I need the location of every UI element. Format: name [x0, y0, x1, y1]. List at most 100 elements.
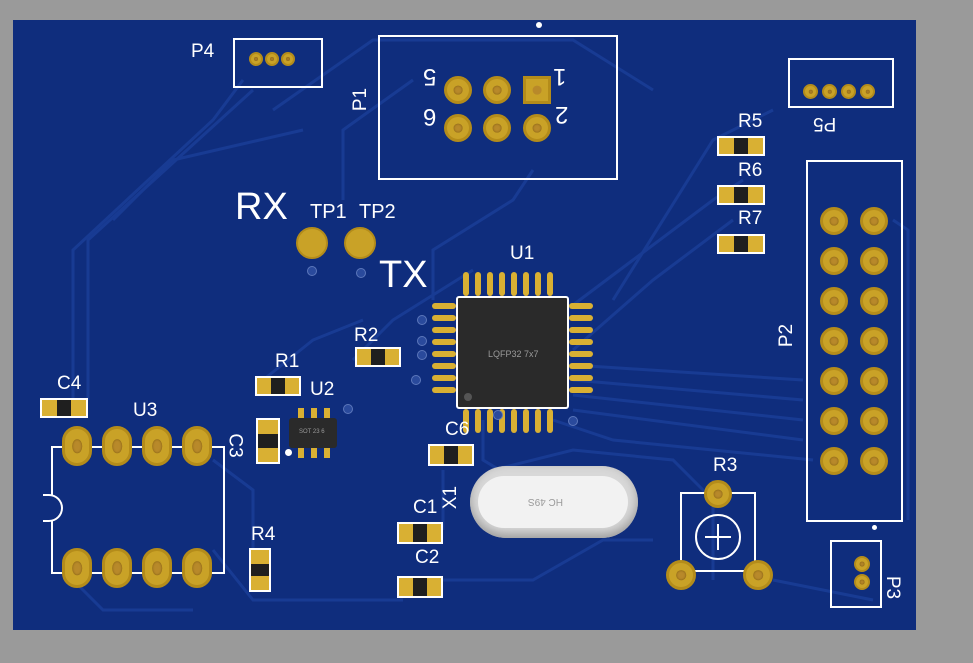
u1-pin: [569, 351, 593, 357]
u1-pin: [432, 327, 456, 333]
test-point-tp1: [296, 227, 328, 259]
p2-pad: [860, 247, 888, 275]
p1-pin5-label: 5: [423, 63, 437, 90]
u2-pin: [298, 448, 304, 458]
p4-pad-3: [281, 52, 295, 66]
connector-p1-outline: [378, 35, 618, 180]
u1-pin: [523, 409, 529, 433]
label-p2: P2: [776, 323, 798, 348]
label-r5: R5: [738, 111, 763, 132]
u2-pin: [311, 408, 317, 418]
u1-pin: [432, 351, 456, 357]
u1-pin: [511, 409, 517, 433]
p2-pad: [820, 247, 848, 275]
resistor-r2: [355, 347, 401, 367]
p5-pad-4: [860, 84, 875, 99]
u1-pin: [569, 363, 593, 369]
capacitor-c3: [256, 418, 280, 464]
resistor-r4: [249, 548, 271, 592]
resistor-r7: [717, 234, 765, 254]
via: [568, 416, 578, 426]
u1-pin: [463, 409, 469, 433]
label-tp2: TP2: [359, 201, 396, 223]
label-c1: C1: [413, 497, 438, 518]
u1-pin: [535, 409, 541, 433]
label-r3: R3: [713, 455, 738, 476]
p1-pad-1: [523, 76, 551, 104]
u1-pin: [569, 387, 593, 393]
u1-pin: [569, 375, 593, 381]
u1-pin: [569, 339, 593, 345]
label-r2: R2: [354, 325, 379, 346]
label-r7: R7: [738, 208, 763, 229]
r3-pad-2: [743, 560, 773, 590]
resistor-r1: [255, 376, 301, 396]
via: [417, 350, 427, 360]
p2-pad: [820, 327, 848, 355]
connector-p5-outline: [788, 58, 894, 108]
p1-pin1-label: 1: [553, 63, 567, 90]
u1-pin: [487, 272, 493, 296]
u1-pin: [535, 272, 541, 296]
u1-marking: LQFP32 7x7: [488, 349, 539, 359]
label-r1: R1: [275, 351, 300, 372]
u3-pad: [182, 426, 212, 466]
label-p1: P1: [350, 87, 372, 112]
label-u2: U2: [310, 379, 335, 400]
u3-pad: [62, 426, 92, 466]
label-u3: U3: [133, 400, 158, 421]
resistor-r6: [717, 185, 765, 205]
u1-pin: [463, 272, 469, 296]
p5-pad-2: [822, 84, 837, 99]
label-p3: P3: [882, 575, 904, 600]
crystal-x1-body: HC 49S: [470, 466, 638, 538]
label-x1: X1: [440, 485, 462, 510]
u1-pin: [569, 303, 593, 309]
connector-p3-outline: [830, 540, 882, 608]
copper-traces: [71, 38, 910, 612]
label-p4: P4: [191, 41, 215, 62]
label-u1: U1: [510, 243, 535, 264]
label-r6: R6: [738, 160, 763, 181]
p2-pad: [820, 367, 848, 395]
u1-pin: [499, 272, 505, 296]
u2-pin: [298, 408, 304, 418]
p2-pad: [820, 407, 848, 435]
u2-pin: [324, 448, 330, 458]
p1-pin6-label: 6: [423, 103, 437, 130]
u1-pin: [547, 409, 553, 433]
u1-pin: [547, 272, 553, 296]
u2-pin1-marker: [285, 449, 292, 456]
via: [307, 266, 317, 276]
trimmer-r3-dial: [695, 514, 741, 560]
p2-pad: [860, 327, 888, 355]
p2-pad: [820, 287, 848, 315]
u1-pin1-dot: [464, 393, 472, 401]
label-c3: C3: [224, 433, 246, 458]
ic-u1-body: LQFP32 7x7: [456, 296, 569, 409]
u1-pin: [569, 315, 593, 321]
label-tx: TX: [379, 254, 428, 296]
via: [417, 336, 427, 346]
resistor-r5: [717, 136, 765, 156]
capacitor-c1: [397, 522, 443, 544]
u1-pin: [432, 303, 456, 309]
trimmer-cross-v: [717, 524, 719, 550]
u3-pad: [102, 548, 132, 588]
p1-pad-4: [483, 114, 511, 142]
u3-notch: [43, 494, 63, 522]
connector-p4-outline: [233, 38, 323, 88]
r3-pad-wiper: [704, 480, 732, 508]
u1-pin: [475, 409, 481, 433]
u1-pin: [432, 339, 456, 345]
label-c6: C6: [445, 419, 470, 440]
p2-pad: [860, 407, 888, 435]
p1-pin2-label: 2: [555, 101, 569, 128]
u1-pin: [432, 387, 456, 393]
u2-pin: [311, 448, 317, 458]
u1-pin: [475, 272, 481, 296]
label-tp1: TP1: [310, 201, 347, 223]
p1-pad-2: [523, 114, 551, 142]
label-c2: C2: [415, 547, 440, 568]
crystal-x1-inner: HC 49S: [478, 476, 628, 528]
